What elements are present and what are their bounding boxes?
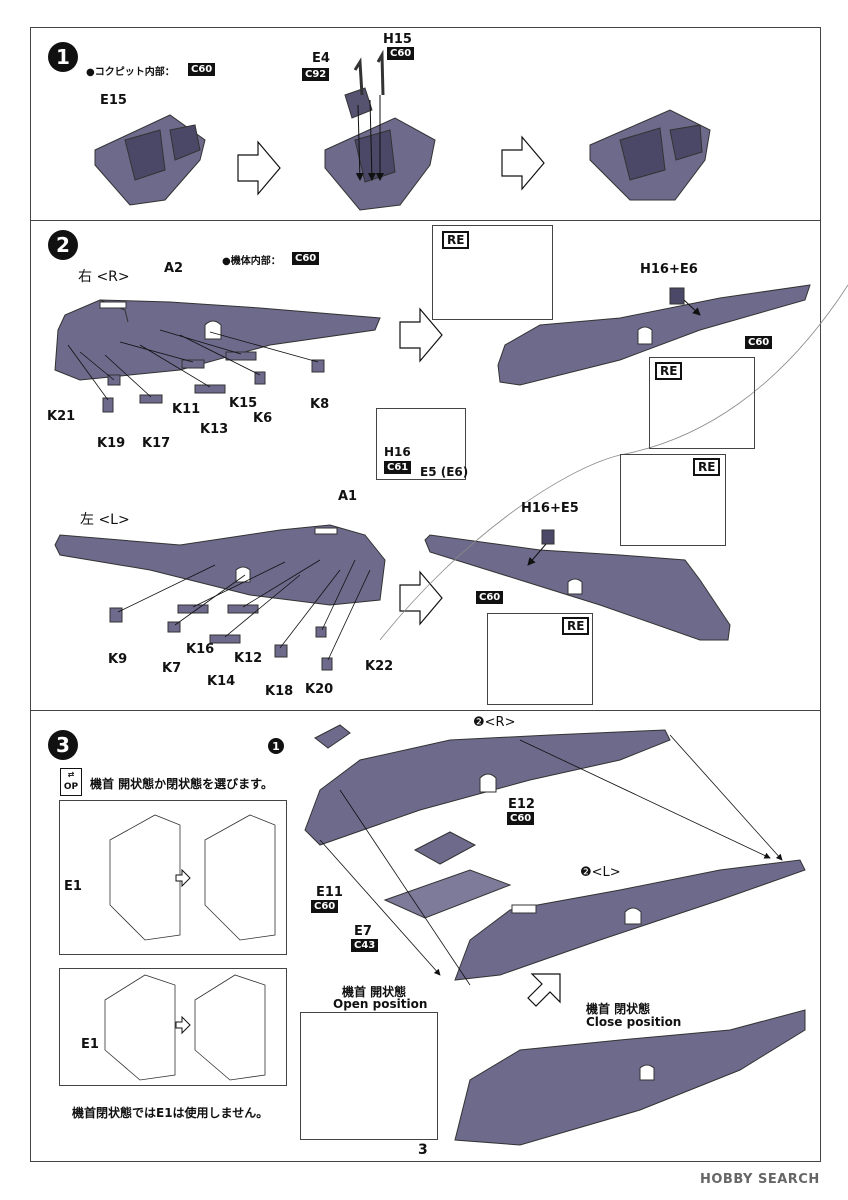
label-k15: K15: [229, 396, 258, 411]
page-number: 3: [418, 1142, 428, 1158]
label-k6: K6: [253, 411, 273, 426]
e11-color-code: C60: [311, 900, 339, 913]
step-2-number: 2: [48, 230, 78, 260]
re-inset-right-cockpit: [432, 225, 553, 320]
label-e1-closed: E1: [81, 1037, 99, 1052]
e7-color-code: C43: [351, 939, 379, 952]
instruction-sheet-frame: [30, 27, 821, 1162]
label-e11: E11: [316, 885, 343, 900]
label-k18: K18: [265, 684, 294, 699]
deck-parts: [314, 724, 512, 919]
left-half-title: 左 <L>: [80, 512, 130, 528]
fuselage-half-right-a2: [54, 299, 381, 381]
open-position-en: Open position: [333, 997, 428, 1011]
label-h16: H16: [384, 445, 411, 459]
label-k13: K13: [200, 422, 229, 437]
fuselage-left-step3: [454, 859, 806, 981]
step-1-reference: 1: [268, 738, 284, 754]
re-badge-3: RE: [693, 458, 721, 476]
h16-color-code: C61: [384, 461, 412, 474]
label-k17: K17: [142, 436, 171, 451]
label-a1: A1: [338, 489, 358, 504]
label-h16-e6: H16+E6: [640, 262, 698, 277]
label-a2: A2: [164, 261, 184, 276]
left-half-reference: ❷<L>: [580, 865, 621, 880]
fuselage-half-right-assembled: [497, 284, 811, 386]
nose-choice-instruction: 機首 開状態か閉状態を選びます。: [90, 777, 273, 791]
label-k14: K14: [207, 674, 236, 689]
label-k19: K19: [97, 436, 126, 451]
label-k20: K20: [305, 682, 334, 697]
step-divider-1: [30, 220, 820, 221]
closed-position-note: 機首閉状態ではE1は使用しません。: [72, 1106, 269, 1120]
closed-position-detail-inset: [59, 968, 287, 1086]
label-h15: H15: [383, 32, 412, 47]
fuselage-half-left-a1: [54, 524, 386, 606]
right-fuselage-color-code: C60: [745, 336, 773, 349]
label-e12: E12: [508, 797, 535, 812]
label-h16-e5: H16+E5: [521, 501, 579, 516]
open-position-detail-inset: [59, 800, 287, 955]
option-icon: ⇄OP: [60, 768, 82, 796]
label-k7: K7: [162, 661, 182, 676]
fuselage-right-step3: [304, 729, 671, 846]
open-position-view: [300, 1012, 438, 1140]
label-e15: E15: [100, 93, 127, 108]
step-divider-2: [30, 710, 820, 711]
re-badge-1: RE: [442, 231, 470, 249]
re-inset-left-cockpit: [620, 454, 726, 546]
re-inset-right-frame: [649, 357, 755, 449]
label-k16: K16: [186, 642, 215, 657]
open-position-jp: 機首 開状態: [342, 985, 407, 999]
fuselage-half-left-assembled: [424, 534, 731, 641]
label-e1-open: E1: [64, 879, 82, 894]
right-half-title: 右 <R>: [78, 269, 130, 285]
label-k12: K12: [234, 651, 263, 666]
e4-color-code: C92: [302, 68, 330, 81]
step-3-number: 3: [48, 730, 78, 760]
cockpit-tub-complete: [589, 109, 711, 201]
close-position-en: Close position: [586, 1015, 682, 1029]
label-k22: K22: [365, 659, 394, 674]
left-fuselage-color-code: C60: [476, 591, 504, 604]
cockpit-color-code: C60: [188, 63, 216, 76]
e12-color-code: C60: [507, 812, 535, 825]
label-k11: K11: [172, 402, 201, 417]
label-k8: K8: [310, 397, 330, 412]
label-e7: E7: [354, 924, 372, 939]
label-e5-e6: E5 (E6): [420, 465, 469, 479]
cockpit-interior-color-note: ●コクピット内部：: [86, 67, 175, 78]
right-half-reference: ❷<R>: [473, 715, 516, 730]
hobby-search-watermark: HOBBY SEARCH: [700, 1172, 820, 1187]
close-position-jp: 機首 閉状態: [586, 1002, 651, 1016]
label-k21: K21: [47, 409, 76, 424]
cockpit-tub-e15: [94, 114, 206, 206]
h15-color-code: C60: [387, 47, 415, 60]
re-inset-left-frame: [487, 613, 593, 705]
fuselage-color-code: C60: [292, 252, 320, 265]
fuselage-closed-position: [454, 1009, 806, 1146]
re-badge-2: RE: [655, 362, 683, 380]
label-k9: K9: [108, 652, 128, 667]
step-1-number: 1: [48, 42, 78, 72]
re-badge-4: RE: [562, 617, 590, 635]
fuselage-interior-color-note: ●機体内部：: [222, 256, 281, 267]
label-e4: E4: [312, 51, 330, 66]
